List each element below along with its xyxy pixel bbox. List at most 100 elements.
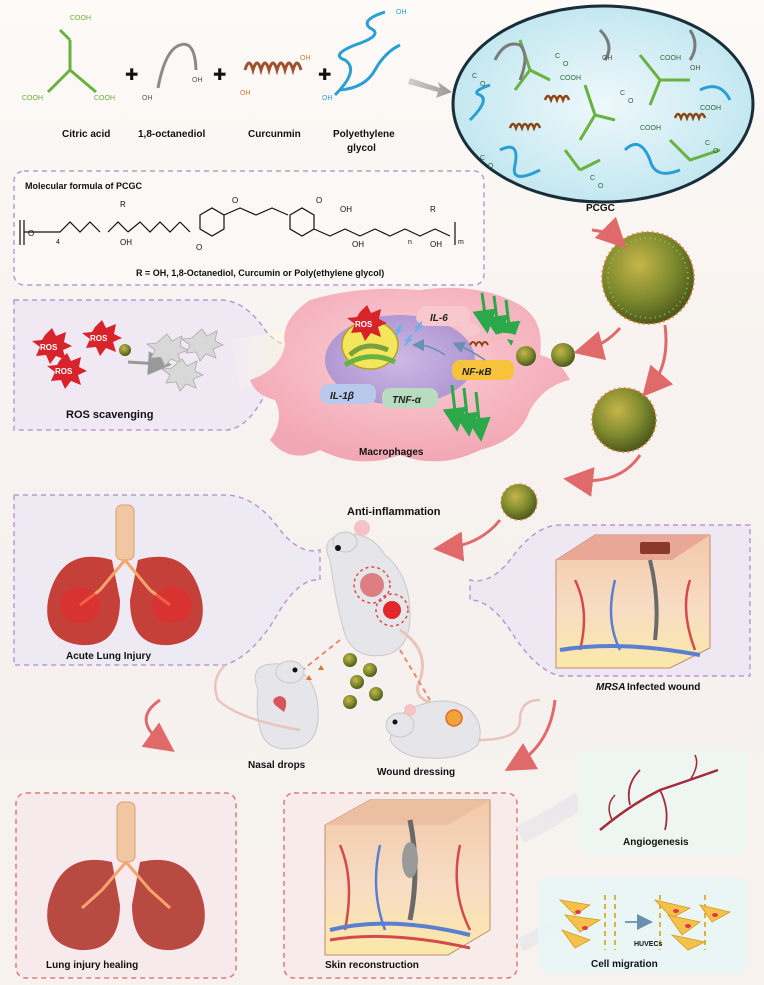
downregulation-arrows-bottom <box>442 384 491 442</box>
np-cluster-2 <box>363 663 377 677</box>
formula-o-1: O <box>28 229 34 238</box>
inflamed-lungs <box>47 504 203 646</box>
citric-acid-structure: COOH COOH COOH <box>22 15 115 102</box>
ester-o-2: O <box>628 98 634 105</box>
ester-o-1: O <box>480 81 486 88</box>
label-nfkb: NF-κB <box>462 367 492 378</box>
synthesis-arrow <box>408 78 452 98</box>
route-line-dressing <box>399 649 431 701</box>
ros-badge-1: ROS <box>40 343 58 352</box>
formula-sub-4: 4 <box>56 239 60 246</box>
pathway-arrow-1 <box>452 341 486 361</box>
formula-oh-3: OH <box>352 240 364 249</box>
np-cluster-3 <box>350 675 364 689</box>
formula-oh-1: OH <box>120 238 132 247</box>
label-mrsa-italic: MRSA <box>596 682 625 693</box>
nanoparticle-large <box>601 231 695 325</box>
curcumin-oh-left: OH <box>240 90 251 97</box>
ester-o-5: O <box>713 148 719 155</box>
citric-cooh-top: COOH <box>70 15 91 22</box>
ros-burst-3: ROS <box>47 353 87 389</box>
label-cell-migration: Cell migration <box>591 959 658 970</box>
plus-sign-3: ✚ <box>318 67 331 84</box>
cell-nanoparticle-2 <box>551 343 575 367</box>
ros-burst-cell: ROS <box>347 305 387 341</box>
ester-c-1: C <box>472 73 477 80</box>
lung-target-ring <box>353 566 391 604</box>
label-anti-inflammation: Anti-inflammation <box>347 506 441 518</box>
grey-burst-3 <box>160 358 204 392</box>
label-peg-line1: Polyethylene <box>333 129 395 140</box>
citric-cooh-left: COOH <box>22 95 43 102</box>
formula-r-definition: R = OH, 1,8-Octanediol, Curcumin or Poly… <box>136 268 384 278</box>
label-peg-line2: glycol <box>347 143 376 154</box>
outcome-arrow-lung <box>141 698 175 752</box>
ester-c-5: C <box>705 140 710 147</box>
blood-vessels <box>599 754 719 831</box>
ros-badge-3: ROS <box>55 367 73 376</box>
tnfa-pill <box>382 388 438 408</box>
formula-o-2: O <box>232 196 238 205</box>
label-huvecs: HUVECs <box>634 941 663 948</box>
pcgc-structural-formula <box>19 207 456 245</box>
formula-r-1: R <box>120 200 126 209</box>
formula-sub-n: n <box>408 239 412 246</box>
angiogenesis-box <box>578 750 748 855</box>
np-cluster-4 <box>369 687 383 701</box>
flow-arrow-4 <box>563 454 642 497</box>
ros-badge-cell: ROS <box>355 320 373 329</box>
outcome-arrow-skin <box>504 699 557 771</box>
flow-arrow-1 <box>591 216 627 249</box>
label-mrsa-rest: Infected wound <box>627 682 700 693</box>
label-wound-dressing: Wound dressing <box>377 767 455 778</box>
pcgc-oh-2: OH <box>690 65 701 72</box>
grey-burst-2 <box>180 328 224 362</box>
nanoparticle-medium <box>591 387 657 453</box>
healed-skin-block <box>324 799 491 956</box>
citric-cooh-right: COOH <box>94 95 115 102</box>
plus-sign-1: ✚ <box>125 67 138 84</box>
np-cluster-5 <box>343 695 357 709</box>
curcumin-structure: OH OH <box>240 55 311 97</box>
label-il6: IL-6 <box>430 313 448 324</box>
formula-oh-2: OH <box>340 205 352 214</box>
flow-arrow-5 <box>433 519 502 562</box>
central-mouse <box>326 520 441 707</box>
signal-mark-2 <box>404 334 413 346</box>
formula-r-2: R <box>430 205 436 214</box>
infected-skin-block <box>555 534 711 669</box>
octanediol-structure: OH OH <box>142 42 203 102</box>
pcgc-cooh-2: COOH <box>700 105 721 112</box>
curcumin-oh-right: OH <box>300 55 311 62</box>
label-lung-healing: Lung injury healing <box>46 960 138 971</box>
endocytic-vesicle <box>488 333 528 348</box>
label-skin-reconstruction: Skin reconstruction <box>325 960 419 971</box>
ros-nanoparticle <box>119 344 131 356</box>
ester-o-3: O <box>598 183 604 190</box>
ros-burst-2: ROS <box>82 320 122 356</box>
label-ros-scavenging: ROS scavenging <box>66 409 153 421</box>
pcgc-oh-1: OH <box>602 55 613 62</box>
wound-target-ring <box>375 593 409 627</box>
pcgc-cooh-1: COOH <box>660 55 681 62</box>
formula-sub-m: m <box>458 239 464 246</box>
curcumin-fragment <box>469 341 489 348</box>
ester-o-6: O <box>563 61 569 68</box>
flow-arrow-2 <box>573 327 622 361</box>
il1b-pill <box>320 384 376 404</box>
ester-o-4: O <box>488 163 494 170</box>
pcgc-cooh-3: COOH <box>640 125 661 132</box>
label-tnfa: TNF-α <box>392 395 422 406</box>
formula-title: Molecular formula of PCGC <box>25 181 143 191</box>
label-angiogenesis: Angiogenesis <box>623 837 689 848</box>
nfkb-pill <box>452 360 514 380</box>
ester-c-4: C <box>480 155 485 162</box>
downregulation-arrows-top <box>472 292 521 346</box>
octane-oh-right: OH <box>192 77 203 84</box>
ester-c-2: C <box>620 90 625 97</box>
ros-badge-2: ROS <box>90 334 108 343</box>
label-curcumin: Curcunmin <box>248 129 301 140</box>
label-macrophages: Macrophages <box>359 447 424 458</box>
wound-dressing-mouse <box>385 698 541 759</box>
label-il1b: IL-1β <box>330 391 354 402</box>
